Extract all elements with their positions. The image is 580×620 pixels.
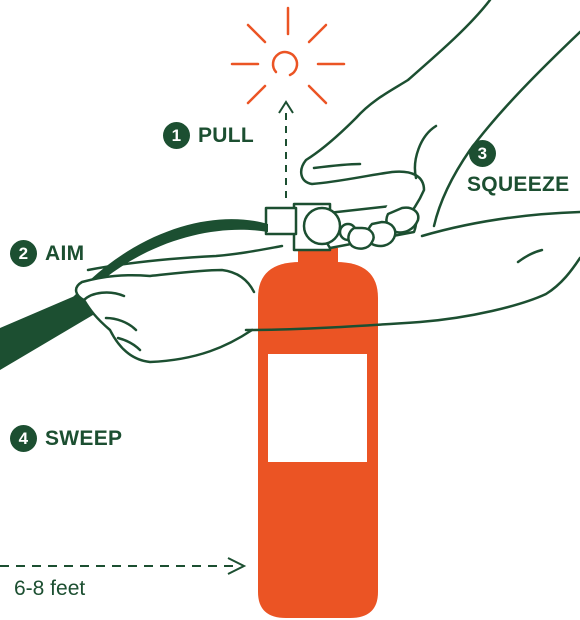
step-sweep: 4 SWEEP bbox=[10, 425, 122, 452]
step-aim: 2 AIM bbox=[10, 240, 84, 267]
step-squeeze: 3 SQUEEZE bbox=[467, 140, 569, 197]
arm-lines bbox=[86, 30, 580, 332]
distance-arrow bbox=[0, 557, 247, 575]
step-number-4: 4 bbox=[10, 425, 37, 452]
distance-label: 6-8 feet bbox=[14, 577, 86, 600]
pin-burst-icon bbox=[230, 6, 346, 105]
step-number-2: 2 bbox=[10, 240, 37, 267]
step-label-squeeze: SQUEEZE bbox=[467, 173, 570, 196]
fire-extinguisher bbox=[258, 248, 378, 618]
step-pull: 1 PULL bbox=[163, 122, 254, 149]
step-number-1: 1 bbox=[163, 122, 190, 149]
step-label-aim: AIM bbox=[45, 241, 85, 265]
pull-arrow bbox=[278, 100, 294, 198]
nozzle bbox=[0, 292, 98, 370]
hose bbox=[72, 219, 268, 300]
left-hand bbox=[74, 268, 256, 364]
extinguisher-label bbox=[268, 354, 367, 462]
step-number-3: 3 bbox=[469, 140, 496, 167]
step-label-pull: PULL bbox=[198, 123, 255, 147]
step-label-sweep: SWEEP bbox=[45, 426, 123, 450]
right-hand bbox=[299, 0, 492, 250]
